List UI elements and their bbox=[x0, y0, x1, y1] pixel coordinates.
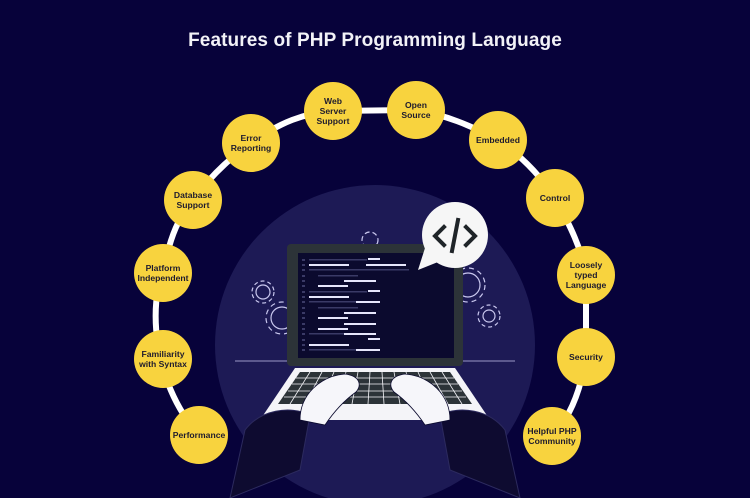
code-brackets-icon bbox=[432, 217, 478, 254]
laptop-screen bbox=[298, 253, 454, 358]
feature-web-server-support: Web Server Support bbox=[304, 82, 362, 140]
hands bbox=[229, 373, 521, 498]
feature-control: Control bbox=[526, 169, 584, 227]
feature-open-source: Open Source bbox=[387, 81, 445, 139]
gear-icons bbox=[251, 231, 501, 335]
feature-embedded: Embedded bbox=[469, 111, 527, 169]
feature-familiarity-with-syntax: Familiarity with Syntax bbox=[134, 330, 192, 388]
diagram-title: Features of PHP Programming Language bbox=[188, 30, 562, 51]
feature-loosely-typed-language: Loosely typed Language bbox=[557, 246, 615, 304]
gear-icon bbox=[477, 304, 501, 328]
feature-helpful-php-community: Helpful PHP Community bbox=[523, 407, 581, 465]
gear-icon bbox=[251, 280, 275, 304]
feature-error-reporting: Error Reporting bbox=[222, 114, 280, 172]
feature-security: Security bbox=[557, 328, 615, 386]
code-lines bbox=[302, 258, 409, 351]
code-bubble bbox=[418, 202, 488, 270]
feature-database-support: Database Support bbox=[164, 171, 222, 229]
feature-platform-independent: Platform Independent bbox=[134, 244, 192, 302]
feature-performance: Performance bbox=[170, 406, 228, 464]
